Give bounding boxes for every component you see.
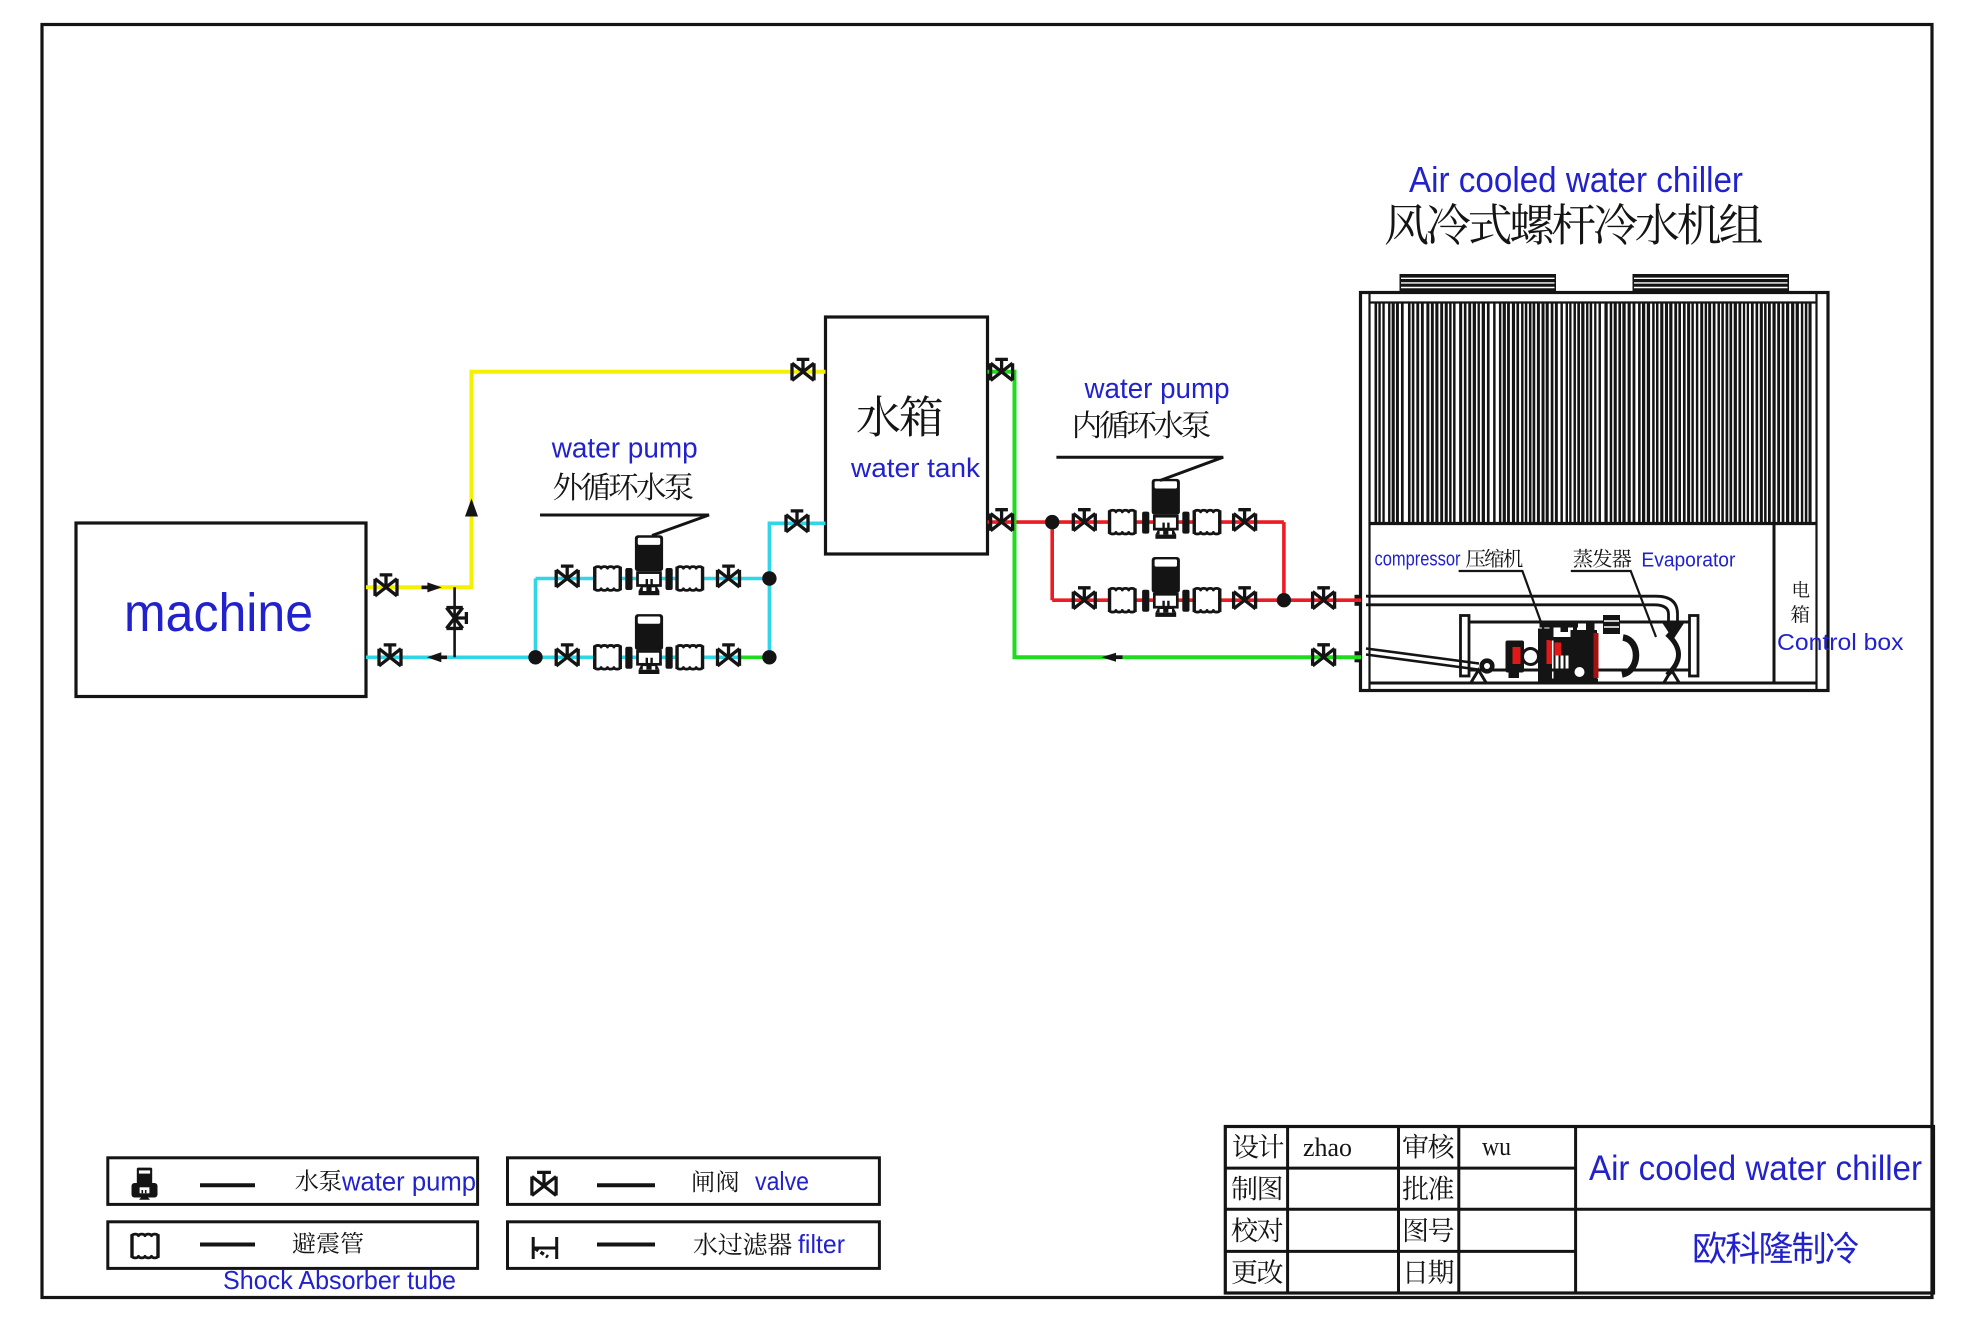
svg-text:water pump: water pump (1084, 373, 1230, 405)
svg-text:zhao: zhao (1303, 1133, 1352, 1162)
svg-text:wu: wu (1482, 1132, 1511, 1161)
svg-text:water pump: water pump (341, 1166, 476, 1196)
svg-text:Air cooled water chiller: Air cooled water chiller (1589, 1149, 1922, 1188)
svg-text:Evaporator: Evaporator (1641, 550, 1735, 572)
svg-text:Shock Absorber tube: Shock Absorber tube (223, 1265, 456, 1295)
svg-text:compressor: compressor (1375, 549, 1461, 571)
svg-text:Control box: Control box (1777, 629, 1904, 655)
svg-text:filter: filter (798, 1229, 845, 1259)
svg-text:water pump: water pump (551, 433, 698, 465)
svg-text:valve: valve (755, 1166, 809, 1196)
svg-text:water tank: water tank (850, 453, 981, 483)
svg-text:machine: machine (124, 583, 313, 643)
svg-text:Air cooled water chiller: Air cooled water chiller (1409, 159, 1743, 200)
